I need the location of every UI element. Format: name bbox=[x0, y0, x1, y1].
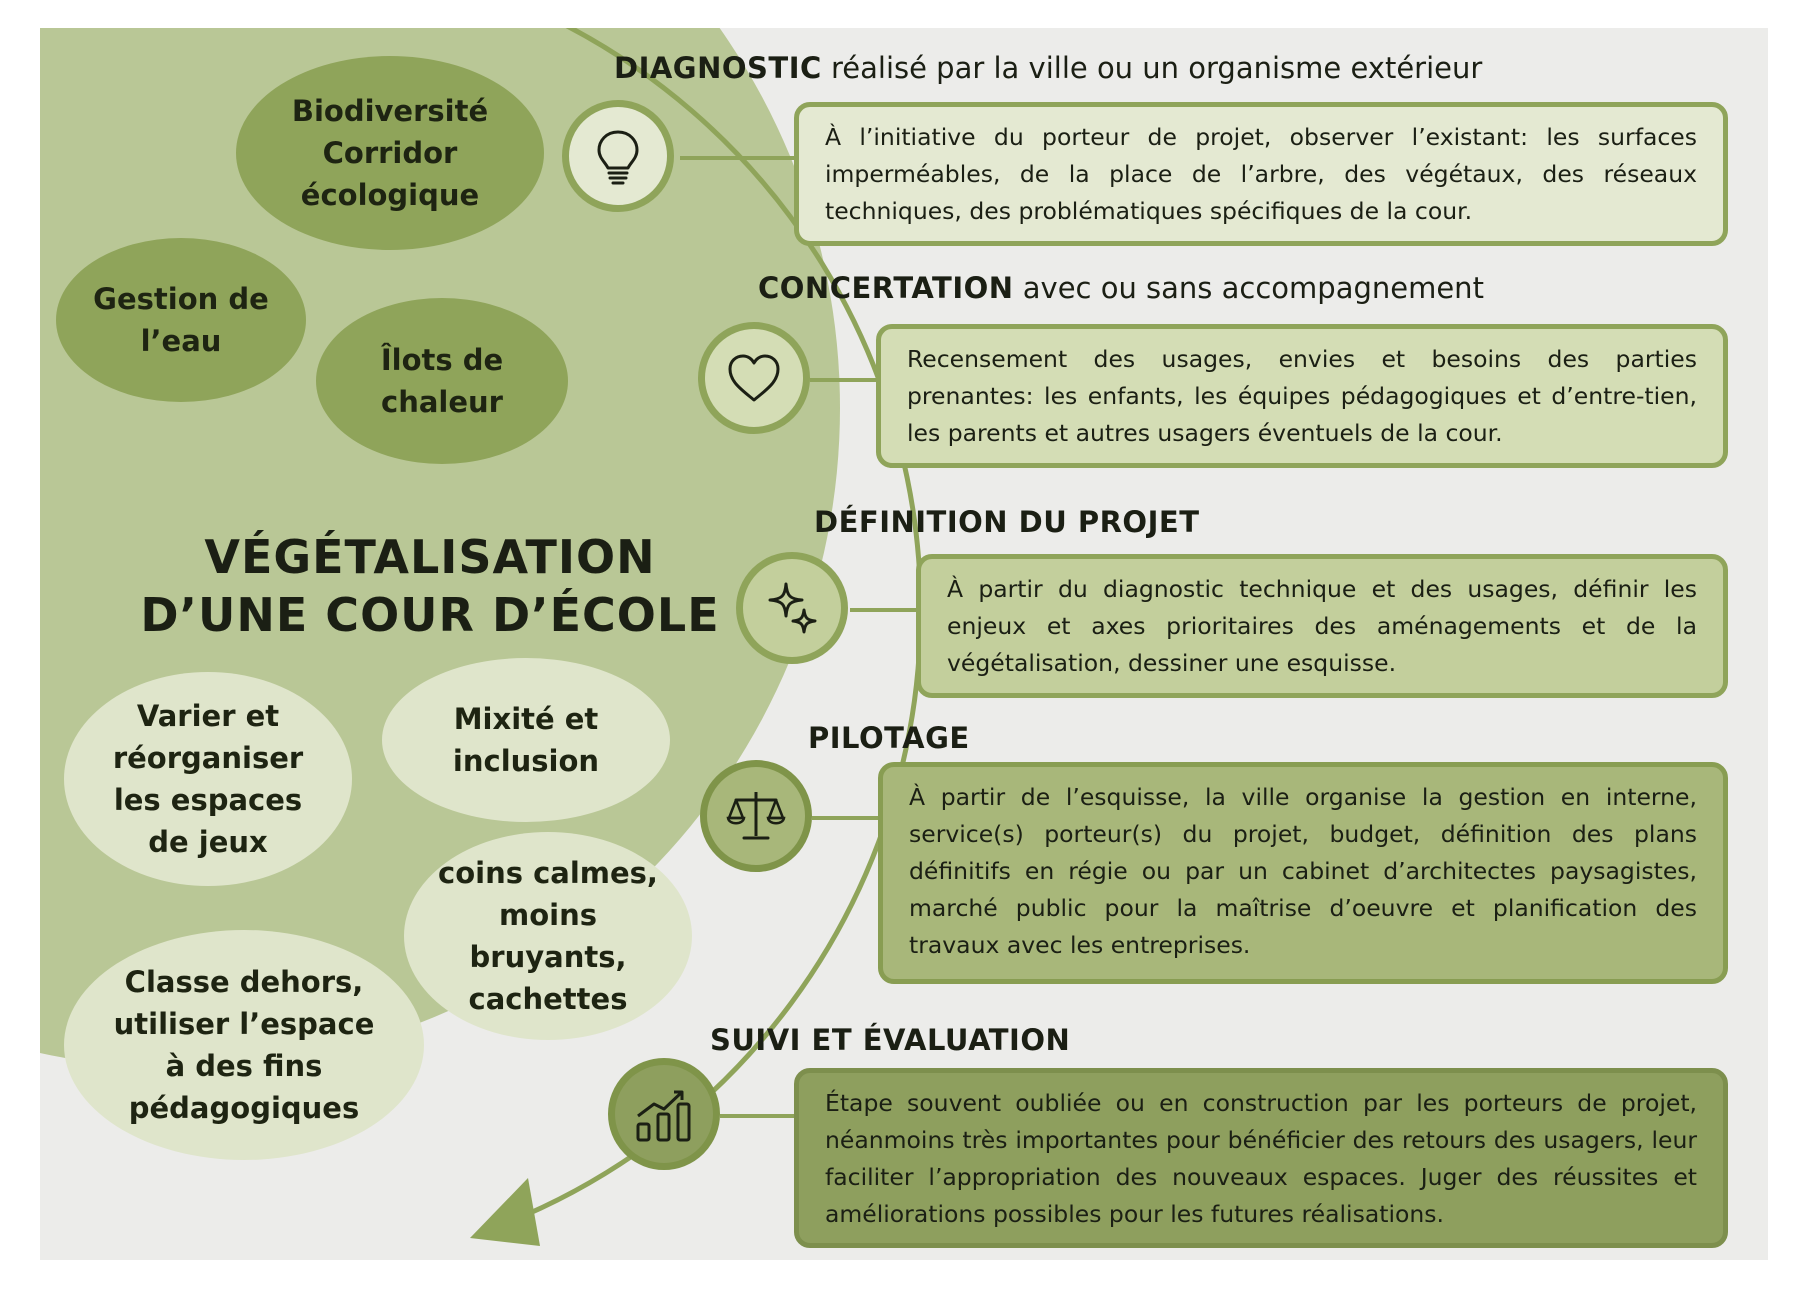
step-description-definition: À partir du diagnostic technique et des … bbox=[916, 554, 1728, 698]
bubble-gestion-eau: Gestion de l’eau bbox=[56, 238, 306, 402]
step-heading-concertation: CONCERTATION avec ou sans accompagnement bbox=[758, 270, 1484, 306]
step-subtitle: avec ou sans accompagnement bbox=[1022, 271, 1484, 305]
bubble-mixite: Mixité et inclusion bbox=[382, 658, 670, 822]
background-panel: Biodiversité Corridor écologique Gestion… bbox=[40, 28, 1768, 1260]
bubble-label: Mixité et inclusion bbox=[452, 702, 600, 778]
step-heading-pilotage: PILOTAGE bbox=[808, 720, 970, 756]
main-title-line1: VÉGÉTALISATION bbox=[204, 530, 656, 584]
step-subtitle: réalisé par la ville ou un organisme ext… bbox=[831, 51, 1483, 85]
scales-icon bbox=[726, 792, 786, 840]
step-title: DÉFINITION DU PROJET bbox=[814, 505, 1200, 539]
bubble-classe-dehors: Classe dehors, utiliser l’espace à des f… bbox=[64, 930, 424, 1160]
step-description-concertation: Recensement des usages, envies et besoin… bbox=[876, 324, 1728, 468]
step-heading-suivi: SUIVI ET ÉVALUATION bbox=[710, 1022, 1070, 1058]
step-title: DIAGNOSTIC bbox=[614, 51, 822, 85]
arc-arrowhead-icon bbox=[470, 1178, 540, 1246]
connector bbox=[680, 156, 800, 160]
bubble-label: Classe dehors, utiliser l’espace à des f… bbox=[113, 965, 375, 1125]
step-icon-diagnostic bbox=[562, 100, 674, 212]
step-icon-suivi bbox=[608, 1058, 720, 1170]
bubble-coins-calmes: coins calmes, moins bruyants, cachettes bbox=[404, 832, 692, 1040]
step-title: SUIVI ET ÉVALUATION bbox=[710, 1023, 1071, 1057]
step-title: PILOTAGE bbox=[808, 721, 970, 755]
bubble-label: Biodiversité Corridor écologique bbox=[291, 94, 489, 212]
sparkles-icon bbox=[768, 582, 817, 634]
bubble-ilots-chaleur: Îlots de chaleur bbox=[316, 298, 568, 464]
lightbulb-icon bbox=[597, 130, 639, 185]
bubble-label: Gestion de l’eau bbox=[93, 282, 269, 358]
step-heading-definition: DÉFINITION DU PROJET bbox=[814, 504, 1199, 540]
step-description-pilotage: À partir de l’esquisse, la ville organis… bbox=[878, 762, 1728, 984]
bubble-varier: Varier et réorganiser les espaces de jeu… bbox=[64, 672, 352, 886]
growth-chart-icon bbox=[636, 1090, 691, 1142]
main-title: VÉGÉTALISATION D’UNE COUR D’ÉCOLE bbox=[110, 528, 750, 644]
step-description-suivi: Étape souvent oubliée ou en construction… bbox=[794, 1068, 1728, 1248]
heart-icon bbox=[728, 354, 780, 402]
bubble-label: Îlots de chaleur bbox=[380, 343, 504, 419]
bubble-biodiversite: Biodiversité Corridor écologique bbox=[236, 56, 544, 250]
step-icon-definition bbox=[736, 552, 848, 664]
connector bbox=[812, 816, 882, 820]
connector bbox=[810, 378, 880, 382]
step-icon-concertation bbox=[698, 322, 810, 434]
main-title-line2: D’UNE COUR D’ÉCOLE bbox=[140, 588, 720, 642]
connector bbox=[850, 608, 920, 612]
bubble-label: Varier et réorganiser les espaces de jeu… bbox=[112, 699, 304, 859]
connector bbox=[720, 1114, 800, 1118]
step-icon-pilotage bbox=[700, 760, 812, 872]
step-description-diagnostic: À l’initiative du porteur de projet, obs… bbox=[794, 102, 1728, 246]
bubble-label: coins calmes, moins bruyants, cachettes bbox=[438, 856, 658, 1016]
step-heading-diagnostic: DIAGNOSTIC réalisé par la ville ou un or… bbox=[614, 50, 1482, 86]
step-title: CONCERTATION bbox=[758, 271, 1014, 305]
